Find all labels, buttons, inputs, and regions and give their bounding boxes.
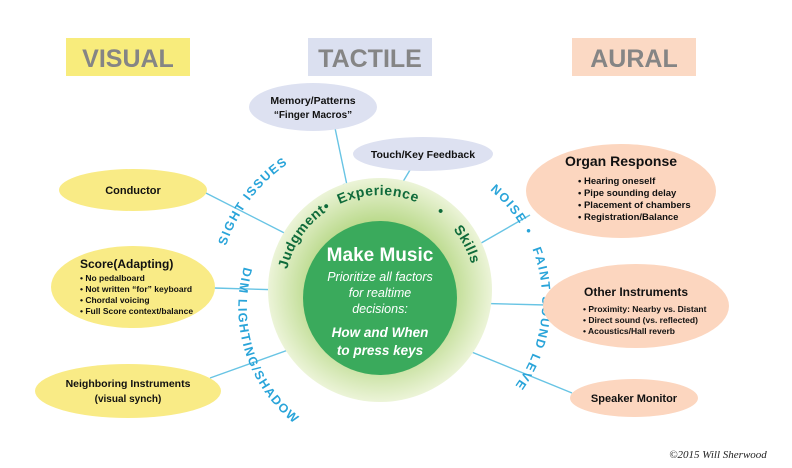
- visual-header-box: [66, 38, 190, 76]
- organ-item-2: • Pipe sounding delay: [578, 188, 677, 199]
- score-list: • No pedalboard • Not written “for” keyb…: [80, 273, 193, 316]
- score-bubble: [51, 246, 215, 328]
- touch-feedback-label: Touch/Key Feedback: [371, 149, 475, 161]
- organ-item-1: • Hearing oneself: [578, 176, 656, 187]
- touch-feedback-bubble: [353, 137, 493, 171]
- tactile-header: TACTILE: [318, 45, 422, 73]
- center-circle: [303, 221, 457, 375]
- other-item-2: • Direct sound (vs. reflected): [583, 315, 698, 325]
- sight-issues-label: SIGHT ISSUES: [216, 154, 291, 247]
- memory-patterns-sub: “Finger Macros”: [274, 110, 352, 121]
- speaker-monitor-bubble: [570, 379, 698, 417]
- score-item-2: • Not written “for” keyboard: [80, 284, 192, 294]
- neighboring-title: Neighboring Instruments: [66, 378, 191, 390]
- score-item-1: • No pedalboard: [80, 273, 145, 283]
- score-item-4: • Full Score context/balance: [80, 306, 193, 316]
- other-instruments-bubble: [543, 264, 729, 348]
- center-title: Make Music: [327, 245, 434, 266]
- other-instruments-title: Other Instruments: [584, 285, 688, 299]
- noise-label: NOISE: [488, 182, 530, 227]
- neighboring-bubble: [35, 364, 221, 418]
- organ-item-3: • Placement of chambers: [578, 200, 691, 211]
- aural-header: AURAL: [590, 45, 678, 73]
- aural-dot: •: [521, 226, 536, 238]
- memory-patterns-title: Memory/Patterns: [270, 95, 355, 107]
- center-line-1: Prioritize all factors: [327, 270, 433, 284]
- center-line-2: for realtime: [349, 286, 412, 300]
- conductor-label: Conductor: [105, 185, 161, 197]
- score-item-3: • Chordal voicing: [80, 295, 150, 305]
- score-title: Score(Adapting): [80, 257, 173, 271]
- organ-response-list: • Hearing oneself • Pipe sounding delay …: [578, 176, 691, 223]
- speaker-monitor-label: Speaker Monitor: [591, 393, 678, 405]
- aural-header-box: [572, 38, 696, 76]
- memory-patterns-bubble: [249, 83, 377, 131]
- visual-header: VISUAL: [82, 45, 174, 73]
- other-item-3: • Acoustics/Hall reverb: [583, 326, 675, 336]
- tactile-header-box: [308, 38, 432, 76]
- organ-response-bubble: [526, 144, 716, 238]
- neighboring-sub: (visual synch): [95, 394, 162, 405]
- other-item-1: • Proximity: Nearby vs. Distant: [583, 304, 707, 314]
- conductor-bubble: [59, 169, 207, 211]
- center-emphasis-2: to press keys: [337, 343, 424, 358]
- center-line-3: decisions:: [352, 302, 408, 316]
- organ-response-title: Organ Response: [565, 153, 677, 169]
- copyright-text: ©2015 Will Sherwood: [669, 449, 767, 461]
- center-emphasis-1: How and When: [332, 325, 429, 340]
- arrow-memory: [334, 127, 351, 191]
- other-instruments-list: • Proximity: Nearby vs. Distant • Direct…: [583, 304, 707, 336]
- organ-item-4: • Registration/Balance: [578, 212, 678, 223]
